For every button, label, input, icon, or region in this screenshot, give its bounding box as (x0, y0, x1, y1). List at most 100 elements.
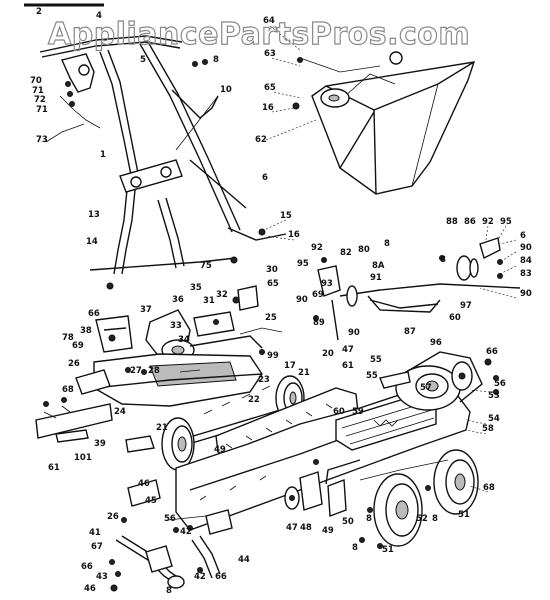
part-number-label: 51 (458, 510, 470, 520)
part-number-label: 6 (262, 173, 268, 183)
part-number-label: 65 (267, 279, 279, 289)
part-number-label: 68 (62, 385, 74, 395)
part-number-label: 45 (145, 496, 157, 506)
part-number-label: 97 (460, 301, 472, 311)
part-number-label: 61 (342, 361, 354, 371)
part-number-label: 16 (262, 103, 274, 113)
part-number-label: 8A (372, 261, 385, 271)
part-number-label: 41 (89, 528, 101, 538)
part-number-label: 16 (288, 230, 300, 240)
part-number-label: 4 (96, 11, 102, 21)
part-number-label: 43 (96, 572, 108, 582)
part-number-label: 64 (263, 16, 275, 26)
part-number-label: 35 (190, 283, 202, 293)
part-number-label: 101 (74, 453, 92, 463)
part-number-label: 30 (266, 265, 278, 275)
part-number-label: 69 (72, 341, 84, 351)
part-number-label: 90 (296, 295, 308, 305)
part-number-label: 56 (494, 379, 506, 389)
part-number-label: 56 (164, 514, 176, 524)
part-number-label: 26 (68, 359, 80, 369)
rear-wheels (359, 449, 479, 549)
part-number-label: 83 (520, 269, 532, 279)
part-number-label: 73 (36, 135, 48, 145)
part-number-label: 92 (482, 217, 494, 227)
part-number-label: 21 (156, 423, 168, 433)
part-number-label: 44 (238, 555, 250, 565)
part-number-label: 65 (264, 83, 276, 93)
part-number-label: 95 (500, 217, 512, 227)
part-number-label: 42 (194, 572, 206, 582)
part-number-label: 37 (140, 305, 152, 315)
part-number-label: 92 (311, 243, 323, 253)
part-number-label: 46 (138, 479, 150, 489)
part-number-label: 60 (449, 313, 461, 323)
part-number-label: 55 (366, 371, 378, 381)
part-number-label: 42 (180, 527, 192, 537)
part-number-label: 75 (200, 261, 212, 271)
part-number-label: 90 (520, 289, 532, 299)
part-number-label: 70 (30, 76, 42, 86)
part-number-label: 8 (166, 586, 172, 596)
part-number-label: 51 (382, 545, 394, 555)
part-number-label: 99 (267, 351, 279, 361)
part-number-label: 39 (94, 439, 106, 449)
part-number-label: 60 (333, 407, 345, 417)
part-number-label: 87 (404, 327, 416, 337)
part-number-label: 20 (322, 349, 334, 359)
part-number-label: 67 (91, 542, 103, 552)
part-number-label: 86 (464, 217, 476, 227)
part-number-label: 14 (86, 237, 98, 247)
part-number-label: 15 (280, 211, 292, 221)
part-number-label: 47 (286, 523, 298, 533)
part-number-label: 54 (488, 414, 500, 424)
part-number-label: 22 (248, 395, 260, 405)
part-number-label: 52 (416, 514, 428, 524)
front-baffle (35, 397, 155, 453)
part-number-label: 82 (340, 248, 352, 258)
part-number-label: 6 (520, 231, 526, 241)
part-number-label: 91 (370, 273, 382, 283)
part-number-label: 8 (213, 55, 219, 65)
part-number-label: 69 (312, 290, 324, 300)
part-number-label: 8 (352, 543, 358, 553)
part-number-label: 66 (88, 309, 100, 319)
part-number-label: 84 (520, 256, 532, 266)
leader-lines (263, 25, 517, 493)
part-number-label: 2 (36, 7, 42, 17)
part-number-label: 58 (482, 424, 494, 434)
part-number-label: 66 (486, 347, 498, 357)
part-number-label: 47 (342, 345, 354, 355)
part-number-label: 59 (352, 407, 364, 417)
part-number-label: 8 (432, 514, 438, 524)
part-number-label: 50 (342, 517, 354, 527)
part-number-label: 72 (34, 95, 46, 105)
part-number-label: 25 (265, 313, 277, 323)
part-number-label: 46 (84, 584, 96, 594)
part-number-label: 10 (220, 85, 232, 95)
handle-assembly (39, 35, 287, 290)
part-number-label: 88 (446, 217, 458, 227)
deck-shroud (75, 353, 263, 407)
part-number-label: 53 (488, 391, 500, 401)
part-number-label: 1 (100, 150, 106, 160)
part-number-label: 8 (366, 514, 372, 524)
part-number-label: 89 (313, 318, 325, 328)
part-number-label: 17 (284, 361, 296, 371)
part-number-label: 71 (32, 86, 44, 96)
height-adjust-assembly (313, 237, 521, 341)
part-number-label: 68 (483, 483, 495, 493)
part-number-label: 93 (321, 279, 333, 289)
part-number-label: 78 (62, 333, 74, 343)
part-number-label: 66 (215, 572, 227, 582)
part-number-label: 31 (203, 296, 215, 306)
part-number-label: 33 (170, 321, 182, 331)
part-number-label: 57 (420, 383, 432, 393)
part-number-label: 36 (172, 295, 184, 305)
grass-catcher (292, 51, 476, 195)
part-number-label: 26 (107, 512, 119, 522)
watermark: AppliancePartsPros.com (48, 17, 470, 52)
part-number-label: 8 (440, 255, 446, 265)
